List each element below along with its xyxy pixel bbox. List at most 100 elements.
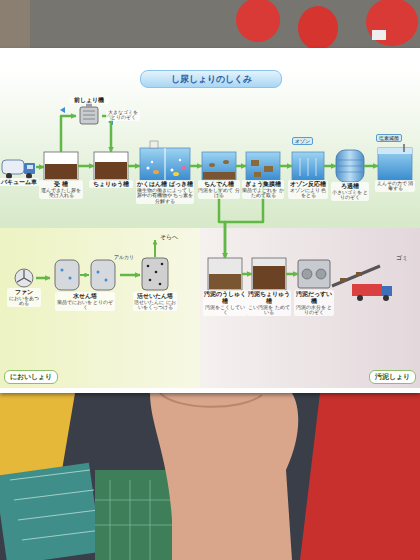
node-note: えんその力で 消毒する — [375, 181, 415, 192]
fan-icon — [15, 269, 33, 287]
node-name: 活せいたん塔 — [133, 293, 177, 300]
fan-icon — [17, 270, 31, 282]
disinfection-tank-icon — [378, 148, 412, 154]
section-backgrounds — [0, 68, 420, 228]
process-unit: 前しょり機大きなゴミを とりのぞく — [76, 104, 102, 128]
flow-arrow — [36, 166, 44, 169]
floor-scene — [298, 6, 338, 50]
pretreatment-icon — [80, 107, 98, 124]
node-name: ファン — [7, 289, 41, 296]
node-name: 汚泥のうしゅく槽 — [203, 291, 247, 305]
node-text-block: 汚泥のうしゅく槽汚泥をこくしていく — [203, 290, 247, 316]
flow-arrow — [61, 116, 76, 152]
process-unit: 水せん塔薬品でにおいを とりのぞく — [50, 258, 120, 292]
connector-layer — [0, 48, 420, 393]
callout-tag: 塩素滅菌 — [376, 134, 402, 142]
storage-tank-icon — [94, 152, 128, 180]
process-unit: 汚泥のうしゅく槽汚泥をこくしていく — [208, 258, 242, 290]
conveyor-and-truck — [340, 278, 346, 282]
node-text-block: ファンにおいをあつめる — [7, 288, 41, 307]
node-name: 前しょり機 — [69, 97, 109, 104]
process-unit: 活せいたん塔活せいたんに においをくっつける — [140, 256, 170, 292]
filter-tank-icon — [336, 150, 364, 182]
process-unit: 受 槽運んできたし尿を 受け入れる — [44, 152, 78, 180]
scrubber-towers-icon — [80, 274, 89, 276]
conveyor-and-truck — [332, 266, 380, 286]
conveyor-and-truck — [382, 286, 392, 296]
vacuum-truck-icon — [2, 160, 24, 174]
aeration-tank-icon — [171, 169, 174, 172]
process-unit: ファンにおいをあつめる — [12, 268, 36, 288]
scrubber-towers-icon — [61, 269, 64, 272]
children-below — [150, 393, 298, 560]
flow-arrow — [364, 165, 378, 168]
node-name: ぎょう集膜槽 — [242, 181, 284, 188]
node-text-block: 水せん塔薬品でにおいを とりのぞく — [55, 292, 115, 311]
conveyor-and-truck — [383, 295, 389, 301]
node-note: 汚泥をこくしていく — [203, 305, 247, 316]
flow-arrow — [36, 277, 50, 280]
process-unit: ちんでん槽汚泥をしずめて 分ける — [202, 152, 236, 180]
sludge-storage-icon — [253, 266, 285, 289]
process-unit: ぎょう集膜槽薬品でよごれを かためて取る — [246, 152, 280, 180]
flow-arrow — [286, 273, 298, 276]
node-text-block: 汚泥だっすい機汚泥の水分を とりのぞく — [294, 290, 334, 316]
section-backgrounds — [0, 68, 420, 388]
ozone-tank-icon — [292, 152, 324, 180]
disinfection-tank-icon — [378, 148, 412, 180]
receiving-tank-icon — [44, 152, 78, 180]
dewatering-press-icon — [298, 260, 330, 288]
node-text-block: ちんでん槽汚泥をしずめて 分ける — [198, 180, 240, 199]
conveyor-and-truck — [352, 284, 382, 296]
node-note: こい汚泥を ためている — [247, 305, 291, 316]
scrubber-towers-icon — [91, 260, 115, 290]
section-band: 汚泥しょり 汚泥のうしゅく槽汚泥をこくしていく汚泥ちょりゅう槽こい汚泥を ためてい… — [200, 228, 420, 388]
thickening-tank-icon — [209, 274, 241, 289]
section-backgrounds — [0, 228, 200, 388]
node-text-block: バキューム車 — [0, 178, 39, 186]
floor-scene — [236, 0, 280, 42]
process-unit: オゾン反応槽オゾンにより 色をとる — [292, 152, 324, 180]
node-text-block: ろ過槽小さいゴミを とりのぞく — [331, 182, 369, 201]
vacuum-truck-icon — [27, 165, 33, 169]
receiving-tank-icon — [44, 152, 78, 180]
annotation: そらへ — [160, 234, 178, 241]
settling-tank-icon — [202, 152, 236, 180]
flow-arrow — [78, 165, 94, 168]
settling-tank-icon — [209, 163, 215, 167]
aeration-tank-icon — [150, 141, 158, 148]
children-below — [0, 393, 420, 560]
flow-arrow — [280, 165, 292, 168]
section-backgrounds — [200, 228, 420, 388]
carbon-tower-icon — [159, 283, 162, 286]
disinfection-tank-icon — [403, 144, 405, 152]
process-unit: ろ過槽小さいゴミを とりのぞく — [336, 152, 364, 182]
node-note: 薬品でよごれを かためて取る — [242, 188, 284, 199]
thickening-tank-icon — [208, 258, 242, 290]
process-unit: バキューム車 — [2, 156, 36, 178]
annotation: アルカリ — [114, 255, 134, 260]
node-name: ろ過槽 — [331, 183, 369, 190]
coagulation-tank-icon — [246, 152, 280, 180]
aeration-tank-icon — [147, 167, 150, 170]
storage-tank-icon — [95, 162, 127, 179]
node-name: 水せん塔 — [55, 293, 115, 300]
node-note: 運んできたし尿を 受け入れる — [39, 188, 83, 199]
node-text-block: オゾン反応槽オゾンにより 色をとる — [288, 180, 328, 199]
carbon-tower-icon — [161, 263, 164, 266]
node-text-block: 受 槽運んできたし尿を 受け入れる — [39, 180, 83, 199]
conveyor-and-truck — [356, 272, 362, 276]
callout-tag: オゾン — [292, 137, 313, 145]
process-unit: 汚泥だっすい機汚泥の水分を とりのぞく — [298, 258, 330, 290]
node-text-block: えんその力で 消毒する — [375, 180, 415, 192]
settling-tank-icon — [203, 172, 235, 179]
conveyor-and-truck — [332, 266, 392, 301]
section-label: 汚泥しょり — [369, 370, 416, 384]
node-name: 汚泥ちょりゅう槽 — [247, 291, 291, 305]
flow-arrow — [102, 116, 111, 152]
floor-scene — [372, 30, 386, 40]
flow-arrow — [324, 165, 336, 168]
settling-tank-icon — [223, 160, 229, 164]
title-banner: し尿しょりのしくみ — [140, 70, 282, 88]
